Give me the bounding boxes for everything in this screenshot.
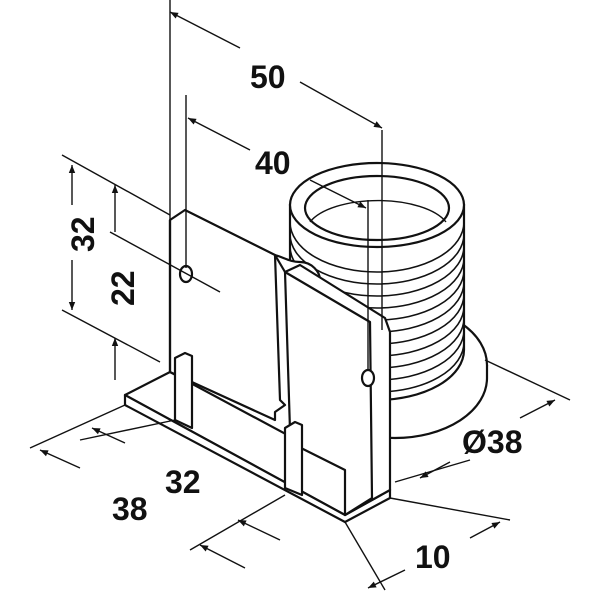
- label-base-depth: 38: [112, 491, 148, 527]
- ext-line-top: [61, 154, 171, 216]
- dim-line-50a: [169, 11, 241, 49]
- label-hole-height: 22: [105, 270, 141, 306]
- ext-line-base-left: [29, 404, 126, 449]
- right-tab: [283, 420, 304, 497]
- label-overall-width: 50: [250, 59, 286, 95]
- dimension-lines: [29, 0, 571, 591]
- cylinder-bore: [303, 174, 451, 242]
- label-base-width: 32: [165, 464, 201, 500]
- dim-line-50b: [299, 81, 383, 129]
- dim-line-front-b: [237, 519, 281, 541]
- ext-line-flange-a: [344, 521, 386, 591]
- dim-line-38-base: [39, 449, 81, 469]
- ext-line-flange-b: [389, 497, 511, 521]
- right-plate-front: [284, 271, 374, 516]
- label-diameter: Ø38: [462, 424, 522, 460]
- dim-line-32-base: [91, 427, 126, 444]
- dim-line-front-a: [199, 544, 246, 569]
- label-bracket-height: 32: [65, 216, 101, 252]
- ext-line-base-front: [189, 494, 286, 551]
- ext-line-bottom: [61, 309, 161, 363]
- label-hole-spacing: 40: [255, 145, 291, 181]
- right-mounting-hole: [360, 368, 376, 388]
- ext-line-hole: [109, 231, 221, 293]
- ext-line-diam-top: [484, 359, 571, 401]
- left-vertical-plate: [168, 208, 287, 422]
- mounting-bracket: [123, 208, 392, 524]
- dim-line-diam-b: [419, 461, 451, 479]
- left-tab: [173, 351, 194, 430]
- dim-line-diam-a: [519, 399, 556, 419]
- ext-line-base-mid: [79, 419, 176, 441]
- dim-line-10b: [469, 521, 501, 539]
- dim-line-40a: [187, 117, 251, 151]
- dim-line-10a: [367, 569, 406, 589]
- label-flange-thickness: 10: [415, 539, 451, 575]
- bore-inner-shade: [309, 199, 447, 223]
- dim-line-40b: [309, 179, 367, 209]
